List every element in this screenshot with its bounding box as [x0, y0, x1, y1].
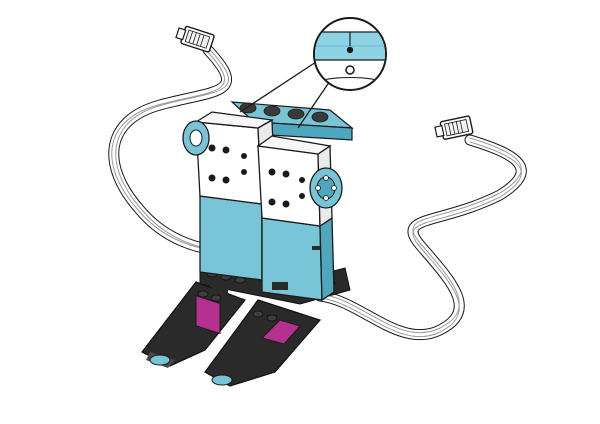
- cable-right: [314, 134, 527, 341]
- alignment-callout: [239, 17, 387, 129]
- feet-left: [141, 281, 246, 368]
- cable-plug-left: [175, 25, 215, 53]
- medium-motor-right: [256, 135, 343, 302]
- cable-plug-right: [434, 115, 474, 140]
- cable-left: [108, 44, 232, 256]
- feet-right: [204, 299, 322, 387]
